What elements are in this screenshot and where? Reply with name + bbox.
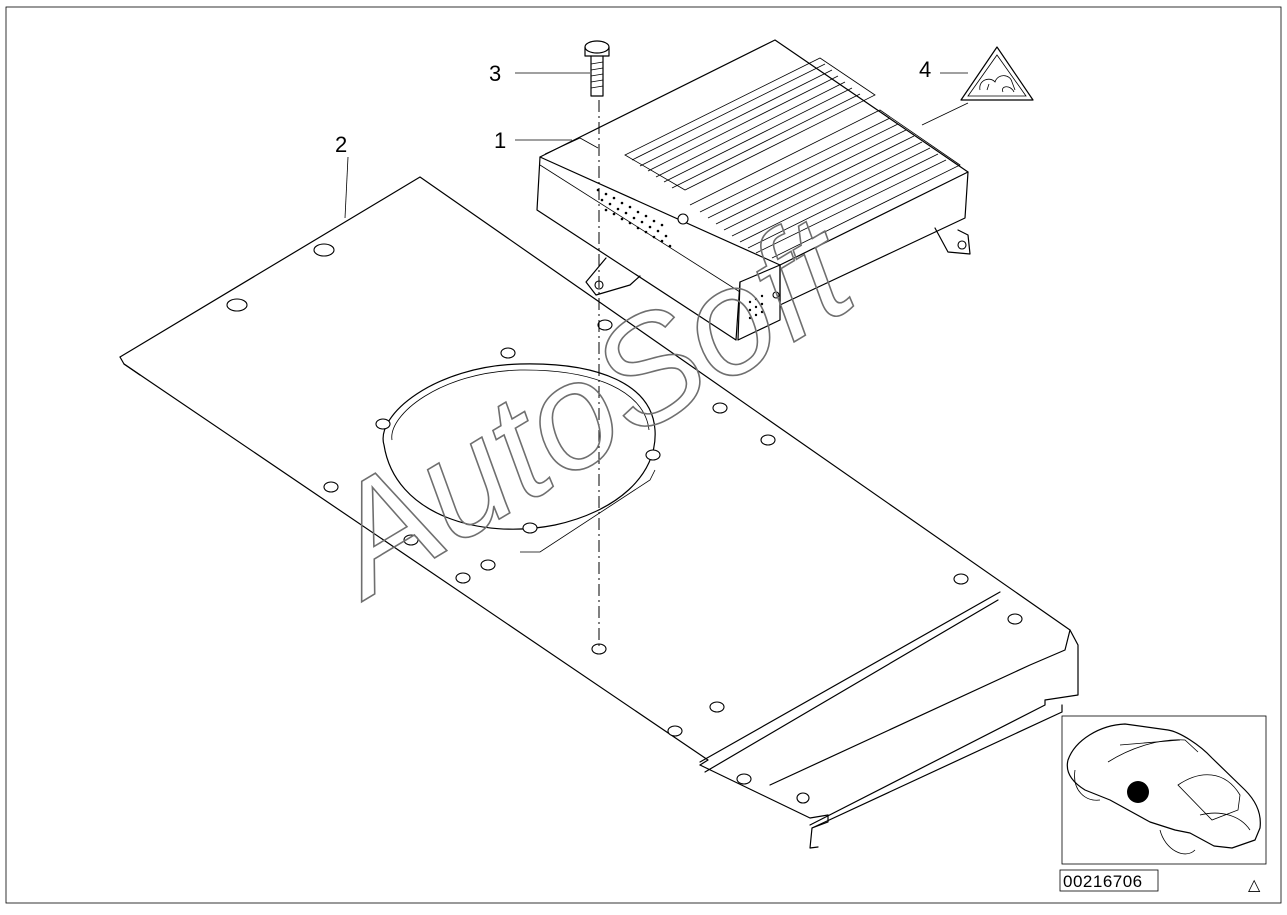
amplifier-warning-triangle-icon — [960, 46, 1034, 101]
car-location-icon — [1061, 715, 1267, 865]
callout-2: 2 — [335, 132, 347, 157]
triangle-outline-icon: △ — [1248, 877, 1261, 894]
vent-dots — [596, 188, 764, 320]
reference-number: 00216706 — [1063, 872, 1143, 891]
screw-head — [677, 213, 689, 225]
slot-hole — [226, 298, 248, 312]
watermark: AutoSoft — [291, 182, 882, 629]
callout-3: 3 — [489, 61, 501, 86]
cooling-fins — [631, 63, 947, 254]
location-marker — [1127, 781, 1149, 803]
leader-lines — [344, 72, 969, 219]
mounting-plate — [119, 176, 1079, 849]
mounting-holes — [323, 319, 1023, 804]
callout-1: 1 — [494, 128, 506, 153]
diagram-border — [5, 6, 1282, 904]
callout-4: 4 — [919, 57, 931, 82]
reference-number-box — [1059, 869, 1159, 892]
screw — [584, 40, 610, 97]
slot-hole — [313, 243, 335, 257]
